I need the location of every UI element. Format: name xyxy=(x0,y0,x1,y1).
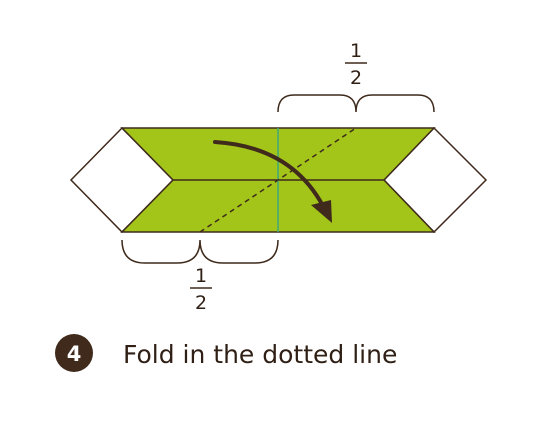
bottom-fraction-denominator: 2 xyxy=(195,292,207,314)
top-fraction-numerator: 1 xyxy=(350,40,362,62)
bottom-half-brace xyxy=(121,239,279,264)
fold-arrow-head xyxy=(311,200,332,223)
step-number: 4 xyxy=(67,342,82,366)
top-fraction-denominator: 2 xyxy=(350,67,362,89)
top-half-brace xyxy=(277,94,435,113)
fold-arrow-line xyxy=(213,140,328,214)
step-badge xyxy=(55,334,93,372)
step-instruction: Fold in the dotted line xyxy=(123,340,397,369)
bottom-fraction-numerator: 1 xyxy=(195,265,207,287)
dotted-fold-line xyxy=(199,127,357,233)
